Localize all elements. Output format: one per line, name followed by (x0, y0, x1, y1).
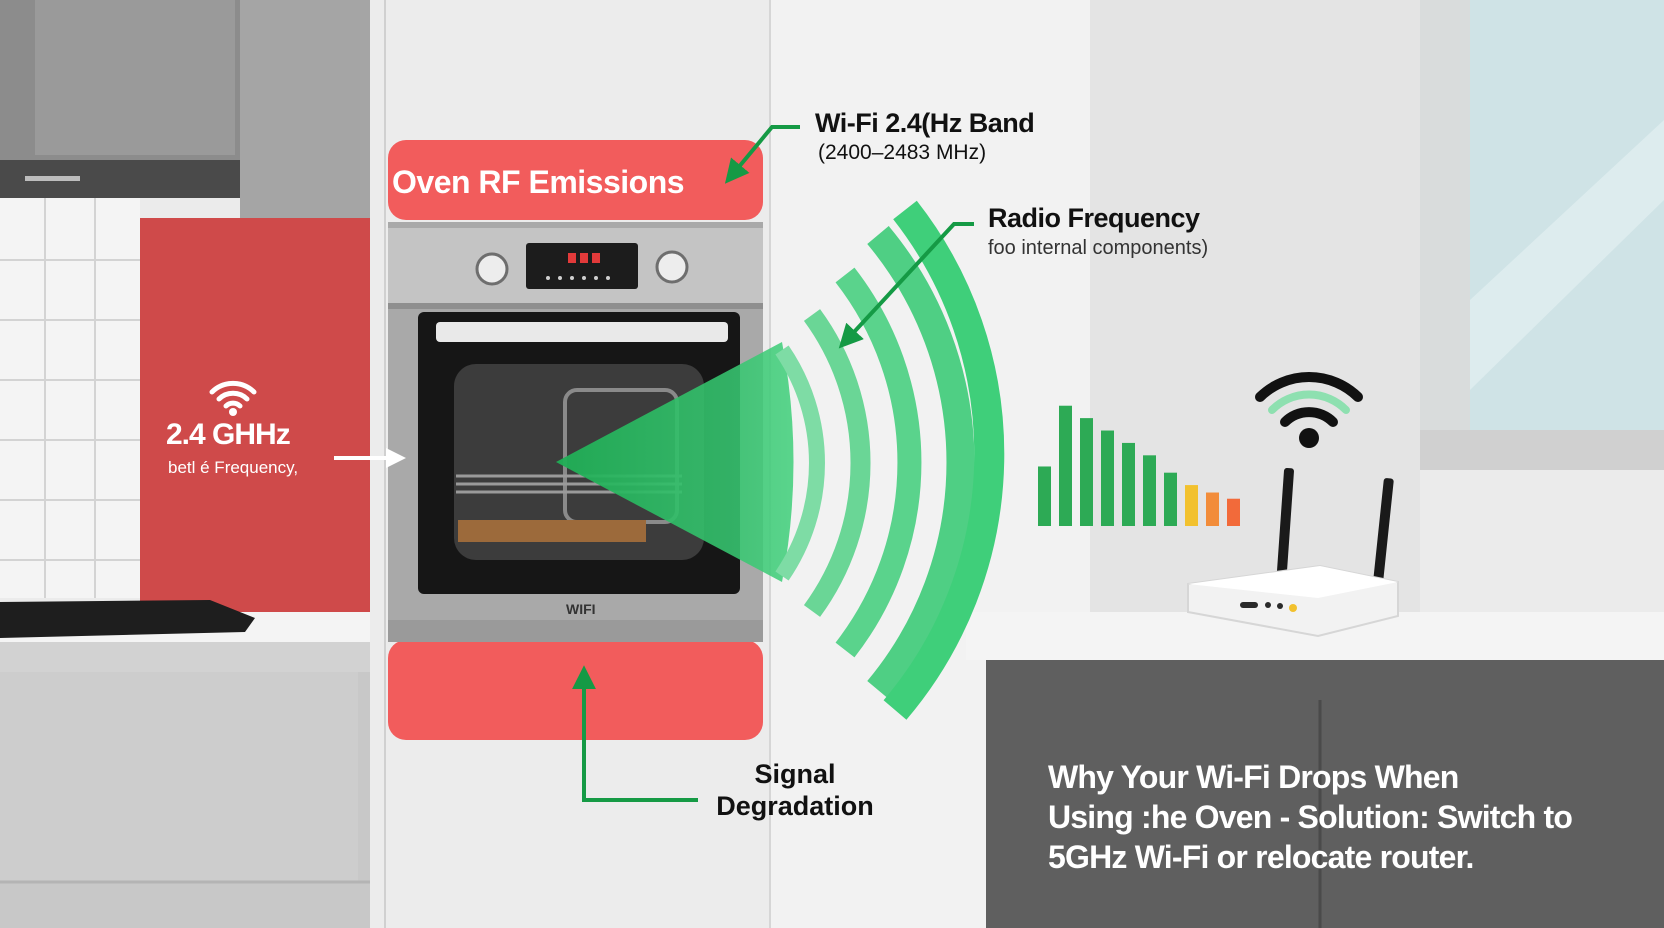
signal-bar (1080, 418, 1093, 526)
oven-bottom-trim (388, 620, 763, 642)
caption: Why Your Wi-Fi Drops When Using :he Oven… (1048, 757, 1648, 877)
lower-cabinet-door (0, 672, 358, 882)
signal-bar (1122, 442, 1135, 526)
rf-beam (556, 342, 794, 582)
signal-bar (1038, 466, 1051, 526)
frequency-label: 2.4 GHHz (166, 418, 291, 451)
tile-grid (0, 198, 140, 598)
degradation-callout-arrow (572, 665, 698, 802)
degradation-label: Degradation (716, 791, 874, 821)
frequency-sublabel: betl é Frequency, (168, 458, 299, 477)
signal-bar (1059, 405, 1072, 526)
band-title: Wi-Fi 2.4(Hz Band (815, 108, 1035, 138)
red-wall-panel (140, 218, 370, 628)
band-callout-arrow (724, 125, 800, 184)
rf-callout-arrow (838, 222, 974, 349)
rf-waves (775, 200, 1005, 720)
window-sill (1420, 430, 1664, 470)
right-wall (1090, 0, 1420, 620)
signal-strength-bars (1038, 405, 1240, 526)
wifi-icon (209, 380, 257, 416)
backsplash-tiles (0, 198, 140, 598)
oven-base-panel (388, 640, 763, 740)
signal-label: Signal (754, 759, 836, 789)
wifi-icon (1255, 371, 1363, 448)
oven-door-handle (436, 322, 728, 342)
counter-edge (0, 642, 370, 672)
oven-tray (458, 520, 646, 542)
caption-line: Why Your Wi-Fi Drops When (1048, 759, 1459, 795)
oven-header-label: Oven RF Emissions (392, 164, 685, 200)
caption-line: 5GHz Wi-Fi or relocate router. (1048, 839, 1474, 875)
rf-title: Radio Frequency (988, 203, 1200, 233)
router-icon (1187, 467, 1399, 638)
oven-panel-trim (388, 303, 763, 309)
upper-cabinet-side (240, 0, 370, 230)
signal-bar (1101, 430, 1114, 526)
upper-cabinet-door (35, 0, 235, 155)
oven-display-dots (546, 276, 610, 280)
signal-bar (1227, 498, 1240, 526)
oven-knob-left (475, 252, 509, 286)
rf-subtitle: foo internal components) (988, 237, 1209, 259)
signal-bar (1164, 472, 1177, 526)
oven-display (526, 243, 638, 289)
oven-header-panel (388, 140, 763, 220)
oven-brand-label: WIFI (566, 601, 596, 617)
oven-knob-right (655, 250, 689, 284)
signal-bar (1185, 485, 1198, 526)
caption-line: Using :he Oven - Solution: Switch to (1048, 799, 1573, 835)
band-range: (2400–2483 MHz) (818, 141, 987, 164)
signal-bar (1143, 455, 1156, 526)
cooktop (0, 600, 255, 638)
signal-bar (1206, 492, 1219, 526)
right-lower-cabinet (986, 660, 1664, 928)
hood-handle (25, 176, 80, 181)
window-glare (1470, 120, 1664, 390)
